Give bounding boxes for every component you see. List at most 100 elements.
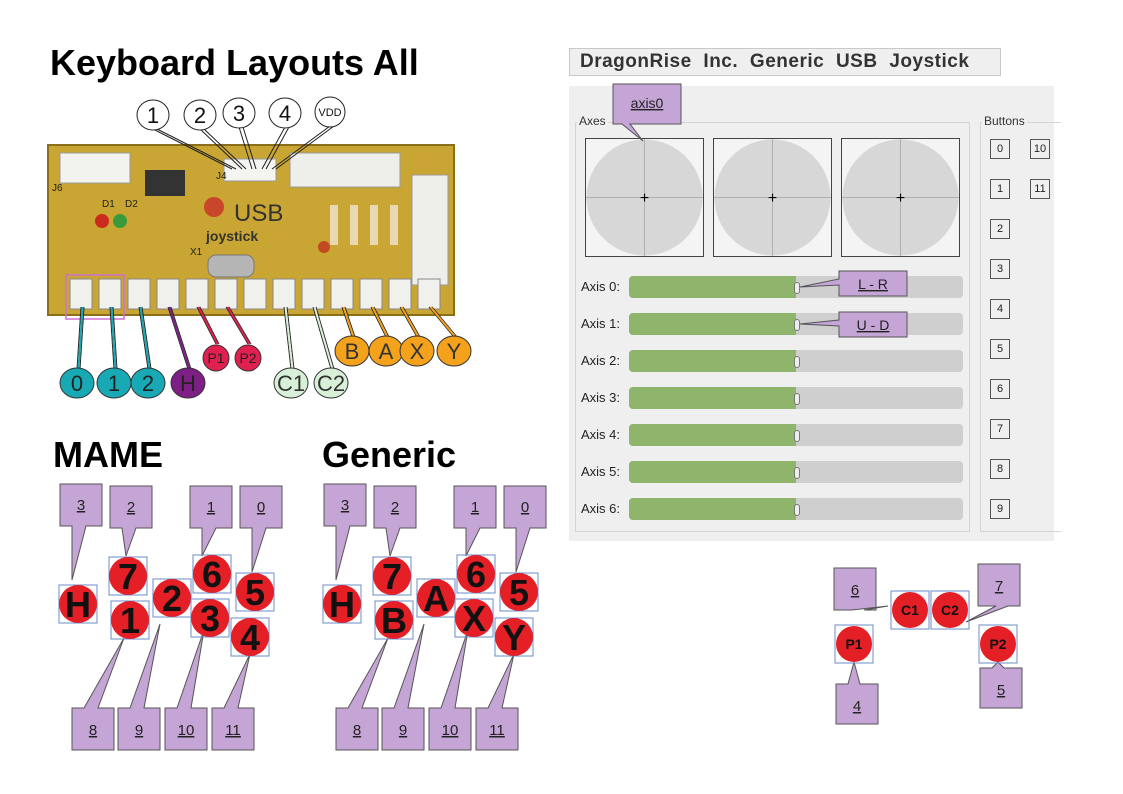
connector-callout bbox=[183, 99, 217, 131]
pin-header bbox=[359, 278, 383, 310]
button-frame bbox=[978, 624, 1018, 664]
callout-number: 9 bbox=[135, 722, 143, 739]
callout-box bbox=[109, 485, 153, 557]
arcade-button-label: A bbox=[423, 578, 449, 619]
callout-number: 3 bbox=[341, 497, 349, 514]
button-indicator: 7 bbox=[990, 419, 1010, 439]
pin-label: X bbox=[410, 339, 425, 364]
arcade-button-label: H bbox=[65, 584, 91, 625]
axis-bar bbox=[629, 498, 963, 520]
ud-callout bbox=[799, 311, 908, 338]
pin-label: C1 bbox=[277, 371, 305, 396]
callout-box bbox=[503, 485, 547, 573]
pin-callout bbox=[399, 335, 435, 367]
connector-label: 3 bbox=[233, 101, 245, 126]
axis-bar bbox=[629, 424, 963, 446]
arcade-button bbox=[500, 573, 538, 611]
connector-label: 4 bbox=[279, 101, 291, 126]
arcade-button-label: 2 bbox=[162, 578, 182, 619]
callout-box bbox=[835, 660, 879, 725]
arcade-button bbox=[231, 618, 269, 656]
arcade-button bbox=[375, 601, 413, 639]
highlight-box bbox=[65, 274, 125, 320]
callout-leader bbox=[152, 128, 233, 170]
callout-box bbox=[373, 485, 417, 557]
axis-bar-marker bbox=[794, 430, 800, 442]
axis-label: Axis 5: bbox=[581, 464, 621, 479]
button-indicator: 5 bbox=[990, 339, 1010, 359]
callout-number: 9 bbox=[399, 722, 407, 739]
arcade-button bbox=[980, 626, 1016, 662]
button-indicator: 10 bbox=[1030, 139, 1050, 159]
callout-box bbox=[453, 485, 497, 557]
arcade-button bbox=[455, 599, 493, 637]
axis-bar-fill bbox=[629, 387, 796, 409]
callout-number: 1 bbox=[471, 499, 479, 516]
svg-text:+: + bbox=[896, 190, 905, 207]
axis-bar-fill bbox=[629, 461, 796, 483]
axis-bar-fill bbox=[629, 276, 796, 298]
pin-callout bbox=[273, 367, 309, 399]
button-indicator: 11 bbox=[1030, 179, 1050, 199]
button-indicator: 4 bbox=[990, 299, 1010, 319]
mame-title: MAME bbox=[53, 434, 163, 475]
callout-box bbox=[428, 629, 472, 751]
lr-callout-text: L - R bbox=[858, 276, 888, 292]
pin-label: 0 bbox=[71, 371, 83, 396]
connector-label: 2 bbox=[194, 103, 206, 128]
axis-bar-marker bbox=[794, 393, 800, 405]
callout-number: 0 bbox=[521, 499, 529, 516]
arcade-button-label: 6 bbox=[202, 554, 222, 595]
callout-number: 6 bbox=[851, 582, 859, 599]
axis-bar-marker bbox=[794, 319, 800, 331]
callout-number: 3 bbox=[77, 497, 85, 514]
pcb-d2-text: D2 bbox=[125, 199, 138, 210]
connector-callout bbox=[222, 97, 256, 129]
callout-box bbox=[164, 629, 208, 751]
pin-header bbox=[243, 278, 267, 310]
pin-label: B bbox=[345, 339, 360, 364]
device-name: DragonRise Inc. Generic USB Joystick bbox=[569, 48, 1001, 76]
arcade-button-label: 3 bbox=[200, 598, 220, 639]
arcade-button-label: 7 bbox=[118, 556, 138, 597]
buttons-group-label: Buttons bbox=[982, 114, 1027, 128]
pcb-d1-text: D1 bbox=[102, 199, 115, 210]
callout-number: 7 bbox=[995, 578, 1003, 595]
callout-box bbox=[323, 483, 367, 581]
joystick-callouts: axis0 L - R U - D bbox=[612, 83, 908, 338]
svg-text:+: + bbox=[640, 190, 649, 207]
axis-bar bbox=[629, 350, 963, 372]
pin-header bbox=[127, 278, 151, 310]
callout-number: 10 bbox=[178, 722, 195, 739]
arcade-button-label: P1 bbox=[845, 636, 862, 652]
pin-callout bbox=[234, 344, 262, 372]
pin-header bbox=[98, 278, 122, 310]
pin-header-row bbox=[69, 278, 441, 310]
button-frame bbox=[890, 590, 930, 630]
pin-callout bbox=[170, 367, 206, 399]
axis-bar-fill bbox=[629, 350, 796, 372]
arcade-button bbox=[153, 579, 191, 617]
callout-box bbox=[117, 623, 161, 751]
page-title: Keyboard Layouts All bbox=[50, 42, 419, 83]
pcb-j4-text: J4 bbox=[216, 171, 227, 182]
arcade-button bbox=[373, 557, 411, 595]
arcade-button bbox=[111, 601, 149, 639]
pin-label: 2 bbox=[142, 371, 154, 396]
axis-pad-2: + bbox=[841, 138, 960, 257]
button-indicator: 3 bbox=[990, 259, 1010, 279]
callout-box bbox=[979, 661, 1023, 709]
arcade-button-label: 6 bbox=[466, 554, 486, 595]
pcb-joystick-text: joystick bbox=[205, 228, 258, 244]
pin-header bbox=[156, 278, 180, 310]
arcade-button-label: 1 bbox=[120, 600, 140, 641]
pin-header bbox=[388, 278, 412, 310]
pin-label: P2 bbox=[239, 350, 256, 366]
arcade-button-label: P2 bbox=[989, 636, 1006, 652]
axis-bar-marker bbox=[794, 504, 800, 516]
axis-pads: + + + bbox=[585, 138, 960, 257]
arcade-button bbox=[417, 579, 455, 617]
arcade-button-label: 5 bbox=[245, 572, 265, 613]
pcb-x1-text: X1 bbox=[190, 247, 203, 258]
